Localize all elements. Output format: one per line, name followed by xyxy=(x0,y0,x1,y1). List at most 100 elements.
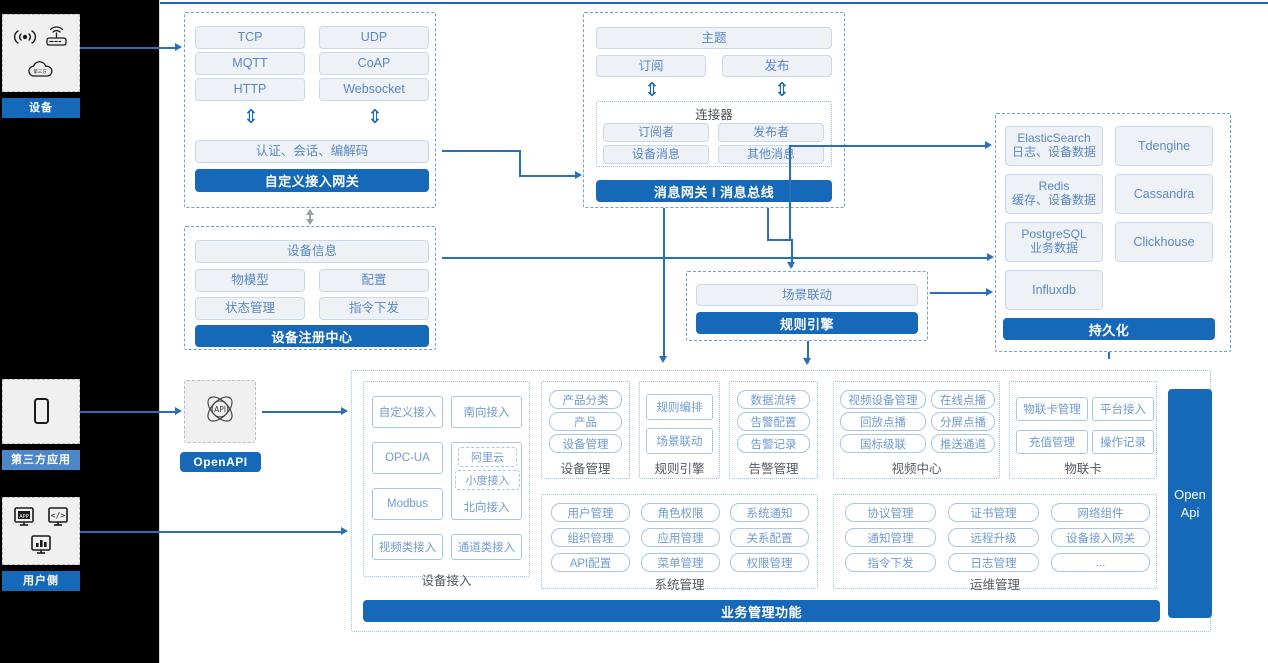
store-name: Redis xyxy=(1038,179,1070,194)
chip-custom-access[interactable]: 自定义接入 xyxy=(372,396,443,428)
chip-notice-management[interactable]: 通知管理 xyxy=(845,528,936,547)
bar-message-gateway-bus[interactable]: 消息网关 l 消息总线 xyxy=(596,180,832,202)
chip-device-info[interactable]: 设备信息 xyxy=(195,240,429,263)
chip-push-channel[interactable]: 推送通道 xyxy=(931,434,995,453)
chip-device-management[interactable]: 设备管理 xyxy=(549,434,622,453)
chip-product-category[interactable]: 产品分类 xyxy=(549,390,622,409)
chip-api-config[interactable]: API配置 xyxy=(551,553,630,572)
arrow-head xyxy=(341,526,348,535)
chip-subscribe[interactable]: 订阅 xyxy=(596,55,706,77)
chip-cassandra[interactable]: Cassandra xyxy=(1115,174,1213,214)
chip-config[interactable]: 配置 xyxy=(319,269,429,292)
chip-command-dispatch-ops[interactable]: 指令下发 xyxy=(845,553,936,572)
bar-rule-engine[interactable]: 规则引擎 xyxy=(696,312,918,334)
chip-southbound-access[interactable]: 南向接入 xyxy=(451,396,522,428)
chip-redis[interactable]: Redis 缓存、设备数据 xyxy=(1005,174,1103,214)
signal-icon xyxy=(12,26,38,48)
chip-iot-card-management[interactable]: 物联卡管理 xyxy=(1016,397,1088,421)
chip-more-ellipsis[interactable]: ... xyxy=(1051,553,1150,572)
chip-mqtt[interactable]: MQTT xyxy=(195,52,305,75)
chip-product[interactable]: 产品 xyxy=(549,412,622,431)
connector-gateway-to-bus-1 xyxy=(442,150,520,152)
connector-title: 连接器 xyxy=(695,108,733,122)
api-atom-icon: API xyxy=(198,387,242,436)
chip-other-message[interactable]: 其他消息 xyxy=(718,145,824,164)
chip-online-vod[interactable]: 在线点播 xyxy=(931,390,995,409)
chip-alarm-record[interactable]: 告警记录 xyxy=(737,434,810,453)
chip-device-access-gateway[interactable]: 设备接入网关 xyxy=(1051,528,1150,547)
group-title-rule-engine: 规则引擎 xyxy=(654,462,705,476)
chip-protocol-management[interactable]: 协议管理 xyxy=(845,503,936,522)
chip-log-management[interactable]: 日志管理 xyxy=(948,553,1039,572)
chip-data-flow[interactable]: 数据流转 xyxy=(737,390,810,409)
chip-video-device-management[interactable]: 视频设备管理 xyxy=(840,390,926,409)
openapi-bar-line2: Api xyxy=(1180,504,1200,520)
chip-tcp[interactable]: TCP xyxy=(195,26,305,49)
chip-role-permission[interactable]: 角色权限 xyxy=(641,503,720,522)
openapi-label[interactable]: OpenAPI xyxy=(180,452,261,472)
chip-user-management[interactable]: 用户管理 xyxy=(551,503,630,522)
chip-websocket[interactable]: Websocket xyxy=(319,78,429,101)
chip-auth-session-codec[interactable]: 认证、会话、编解码 xyxy=(195,140,429,163)
chip-publisher[interactable]: 发布者 xyxy=(718,123,824,142)
chip-clickhouse[interactable]: Clickhouse xyxy=(1115,222,1213,262)
chip-topic[interactable]: 主题 xyxy=(596,27,832,49)
chip-menu-management[interactable]: 菜单管理 xyxy=(641,553,720,572)
chip-network-component[interactable]: 网络组件 xyxy=(1051,503,1150,522)
chip-rule-orchestration[interactable]: 规则编排 xyxy=(646,394,713,420)
chip-remote-upgrade[interactable]: 远程升级 xyxy=(948,528,1039,547)
bar-device-registry-center[interactable]: 设备注册中心 xyxy=(195,325,429,347)
router-icon xyxy=(44,25,70,48)
chip-video-access[interactable]: 视频类接入 xyxy=(372,534,443,560)
chip-org-management[interactable]: 组织管理 xyxy=(551,528,630,547)
connector-userside-to-business xyxy=(80,531,342,533)
arrow-head xyxy=(659,356,667,363)
chip-publish[interactable]: 发布 xyxy=(722,55,832,77)
chip-tdengine[interactable]: Tdengine xyxy=(1115,126,1213,166)
actor-third-party-caption: 第三方应用 xyxy=(2,450,80,470)
actor-third-party-app[interactable]: 第三方应用 xyxy=(2,379,80,470)
chip-elasticsearch[interactable]: ElasticSearch 日志、设备数据 xyxy=(1005,126,1103,166)
chip-influxdb[interactable]: Influxdb xyxy=(1005,270,1103,310)
chip-postgresql[interactable]: PostgreSQL 业务数据 xyxy=(1005,222,1103,262)
bar-persistence[interactable]: 持久化 xyxy=(1003,318,1215,340)
actor-device[interactable]: 第三方 设备 xyxy=(2,14,80,118)
code-screen-icon: </> xyxy=(44,505,72,529)
chip-split-screen-vod[interactable]: 分屏点播 xyxy=(931,412,995,431)
chip-http[interactable]: HTTP xyxy=(195,78,305,101)
chip-relation-config[interactable]: 关系配置 xyxy=(730,528,809,547)
chip-thing-model[interactable]: 物模型 xyxy=(195,269,305,292)
chip-app-management[interactable]: 应用管理 xyxy=(641,528,720,547)
chip-certificate-management[interactable]: 证书管理 xyxy=(948,503,1039,522)
chip-state-management[interactable]: 状态管理 xyxy=(195,297,305,320)
chip-alarm-config[interactable]: 告警配置 xyxy=(737,412,810,431)
chip-gb-cascade[interactable]: 国标级联 xyxy=(840,434,926,453)
chip-system-notice[interactable]: 系统通知 xyxy=(730,503,809,522)
chip-recharge-management[interactable]: 充值管理 xyxy=(1016,430,1088,454)
chip-scene-linkage-fn[interactable]: 场景联动 xyxy=(646,428,713,454)
chip-playback-vod[interactable]: 回放点播 xyxy=(840,412,926,431)
chip-coap[interactable]: CoAP xyxy=(319,52,429,75)
chip-subscriber[interactable]: 订阅者 xyxy=(603,123,709,142)
chip-device-message[interactable]: 设备消息 xyxy=(603,145,709,164)
chip-opc-ua[interactable]: OPC-UA xyxy=(372,442,443,474)
store-sub: 业务数据 xyxy=(1029,241,1078,255)
chip-modbus[interactable]: Modbus xyxy=(372,488,443,520)
chip-scene-linkage[interactable]: 场景联动 xyxy=(696,284,918,306)
chip-operation-record[interactable]: 操作记录 xyxy=(1092,430,1154,454)
chip-permission-management[interactable]: 权限管理 xyxy=(730,553,809,572)
third-party-icon-box xyxy=(2,379,80,444)
bar-custom-access-gateway[interactable]: 自定义接入网关 xyxy=(195,169,429,192)
bar-business-management[interactable]: 业务管理功能 xyxy=(363,600,1160,622)
chip-aliyun[interactable]: 阿里云 xyxy=(458,447,517,467)
openapi-icon-box[interactable]: API xyxy=(184,380,256,443)
chip-command-dispatch[interactable]: 指令下发 xyxy=(319,297,429,320)
actor-user-side[interactable]: APP </> 用户侧 xyxy=(2,497,80,591)
chip-platform-access[interactable]: 平台接入 xyxy=(1092,397,1154,421)
arrow-head xyxy=(175,406,182,415)
chip-northbound-access[interactable]: 阿里云 小度接入 北向接入 xyxy=(451,442,522,520)
chip-udp[interactable]: UDP xyxy=(319,26,429,49)
chip-channel-access[interactable]: 通道类接入 xyxy=(451,534,522,560)
chip-xiaodu-access[interactable]: 小度接入 xyxy=(455,470,520,490)
